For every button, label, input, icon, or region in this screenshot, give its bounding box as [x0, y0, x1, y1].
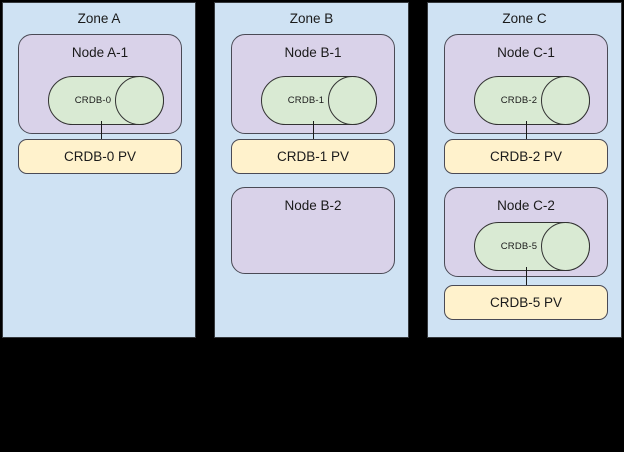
zone-b-title: Zone B [289, 11, 334, 26]
node-a-1-title: Node A-1 [71, 45, 129, 60]
node-c-1-container[interactable]: Node C-1 CRDB-2 [444, 34, 608, 134]
connector-node-c-2-to-pv [526, 267, 527, 287]
database-cylinder-icon-crdb-2[interactable]: CRDB-2 [474, 76, 590, 125]
pv-crdb-1-container[interactable]: CRDB-1 PV [231, 139, 395, 174]
pv-crdb-2-container[interactable]: CRDB-2 PV [444, 139, 608, 174]
pv-crdb-0-label: CRDB-0 PV [63, 148, 136, 164]
zone-c-container[interactable]: Zone C Node C-1 CRDB-2 CRDB-2 PV Node C-… [427, 2, 622, 338]
zone-a-container[interactable]: Zone A Node A-1 CRDB-0 CRDB-0 PV [2, 2, 196, 338]
zone-b-container[interactable]: Zone B Node B-1 CRDB-1 CRDB-1 PV Node B-… [214, 2, 409, 338]
pv-crdb-5-label: CRDB-5 PV [489, 294, 562, 310]
node-b-1-container[interactable]: Node B-1 CRDB-1 [231, 34, 395, 134]
node-b-2-container[interactable]: Node B-2 [231, 187, 395, 274]
node-b-2-title: Node B-2 [284, 198, 342, 213]
database-cylinder-icon-crdb-5[interactable]: CRDB-5 [474, 222, 590, 271]
node-a-1-container[interactable]: Node A-1 CRDB-0 [18, 34, 182, 134]
node-c-2-container[interactable]: Node C-2 CRDB-5 [444, 187, 608, 277]
pv-crdb-0-container[interactable]: CRDB-0 PV [18, 139, 182, 174]
node-c-2-title: Node C-2 [497, 198, 555, 213]
pv-crdb-5-container[interactable]: CRDB-5 PV [444, 285, 608, 320]
database-cylinder-icon-crdb-1[interactable]: CRDB-1 [261, 76, 377, 125]
database-cylinder-icon-crdb-0[interactable]: CRDB-0 [48, 76, 164, 125]
node-b-1-title: Node B-1 [284, 45, 342, 60]
pv-crdb-1-label: CRDB-1 PV [276, 148, 349, 164]
connector-node-a-1-to-pv [101, 121, 102, 141]
zone-a-title: Zone A [77, 11, 121, 26]
connector-node-b-1-to-pv [313, 121, 314, 141]
pv-crdb-2-label: CRDB-2 PV [489, 148, 562, 164]
connector-node-c-1-to-pv [526, 121, 527, 141]
node-c-1-title: Node C-1 [497, 45, 555, 60]
zone-c-title: Zone C [502, 11, 547, 26]
